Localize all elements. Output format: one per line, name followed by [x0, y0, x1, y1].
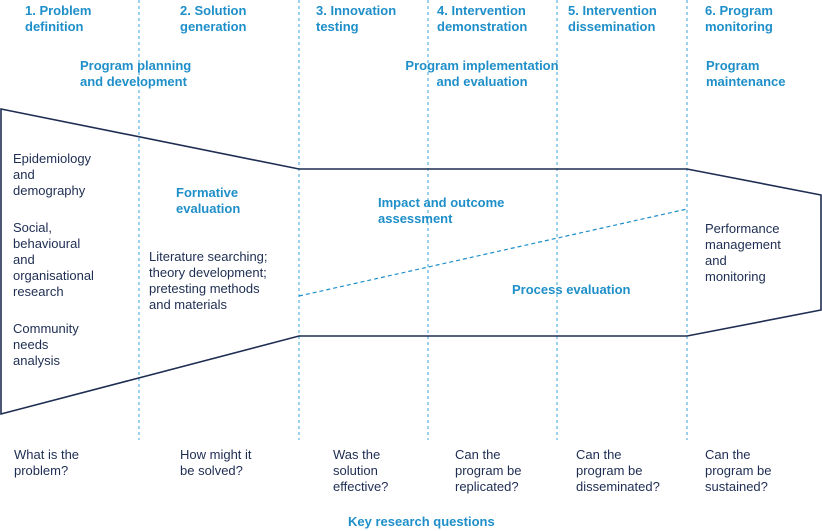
- epidemiology-text: Epidemiology and demography: [13, 151, 92, 198]
- stage-header-3: 3. Innovation testing: [316, 3, 397, 34]
- phase-planning-label: Program planning and development: [80, 58, 192, 89]
- question-4: Can the program be replicated?: [455, 447, 522, 494]
- stage-header-1: 1. Problem definition: [25, 3, 92, 34]
- process-evaluation-label: Process evaluation: [512, 282, 631, 297]
- key-research-questions-label: Key research questions: [348, 514, 495, 529]
- stage-header-4: 4. Intervention demonstration: [437, 3, 528, 34]
- stage-header-6: 6. Program monitoring: [705, 3, 773, 34]
- impact-assessment-label: Impact and outcome assessment: [378, 195, 505, 226]
- question-6: Can the program be sustained?: [705, 447, 772, 494]
- formative-evaluation-label: Formative evaluation: [176, 185, 241, 216]
- stage-header-2: 2. Solution generation: [180, 3, 247, 34]
- phase-implementation-label: Program implementation and evaluation: [405, 58, 559, 89]
- pipeline-outline: [0, 108, 822, 416]
- performance-monitoring-text: Performance management and monitoring: [705, 221, 781, 284]
- question-5: Can the program be disseminated?: [576, 447, 660, 494]
- question-3: Was the solution effective?: [333, 447, 389, 494]
- social-research-text: Social, behavioural and organisational r…: [13, 220, 94, 299]
- community-needs-text: Community needs analysis: [13, 321, 79, 368]
- impact-process-boundary: [298, 208, 688, 297]
- question-2: How might it be solved?: [180, 447, 252, 478]
- formative-methods-text: Literature searching; theory development…: [149, 249, 268, 312]
- phase-maintenance-label: Program maintenance: [706, 58, 786, 89]
- stage-dividers: [138, 0, 688, 440]
- stage-header-5: 5. Intervention dissemination: [568, 3, 657, 34]
- question-1: What is the problem?: [14, 447, 80, 478]
